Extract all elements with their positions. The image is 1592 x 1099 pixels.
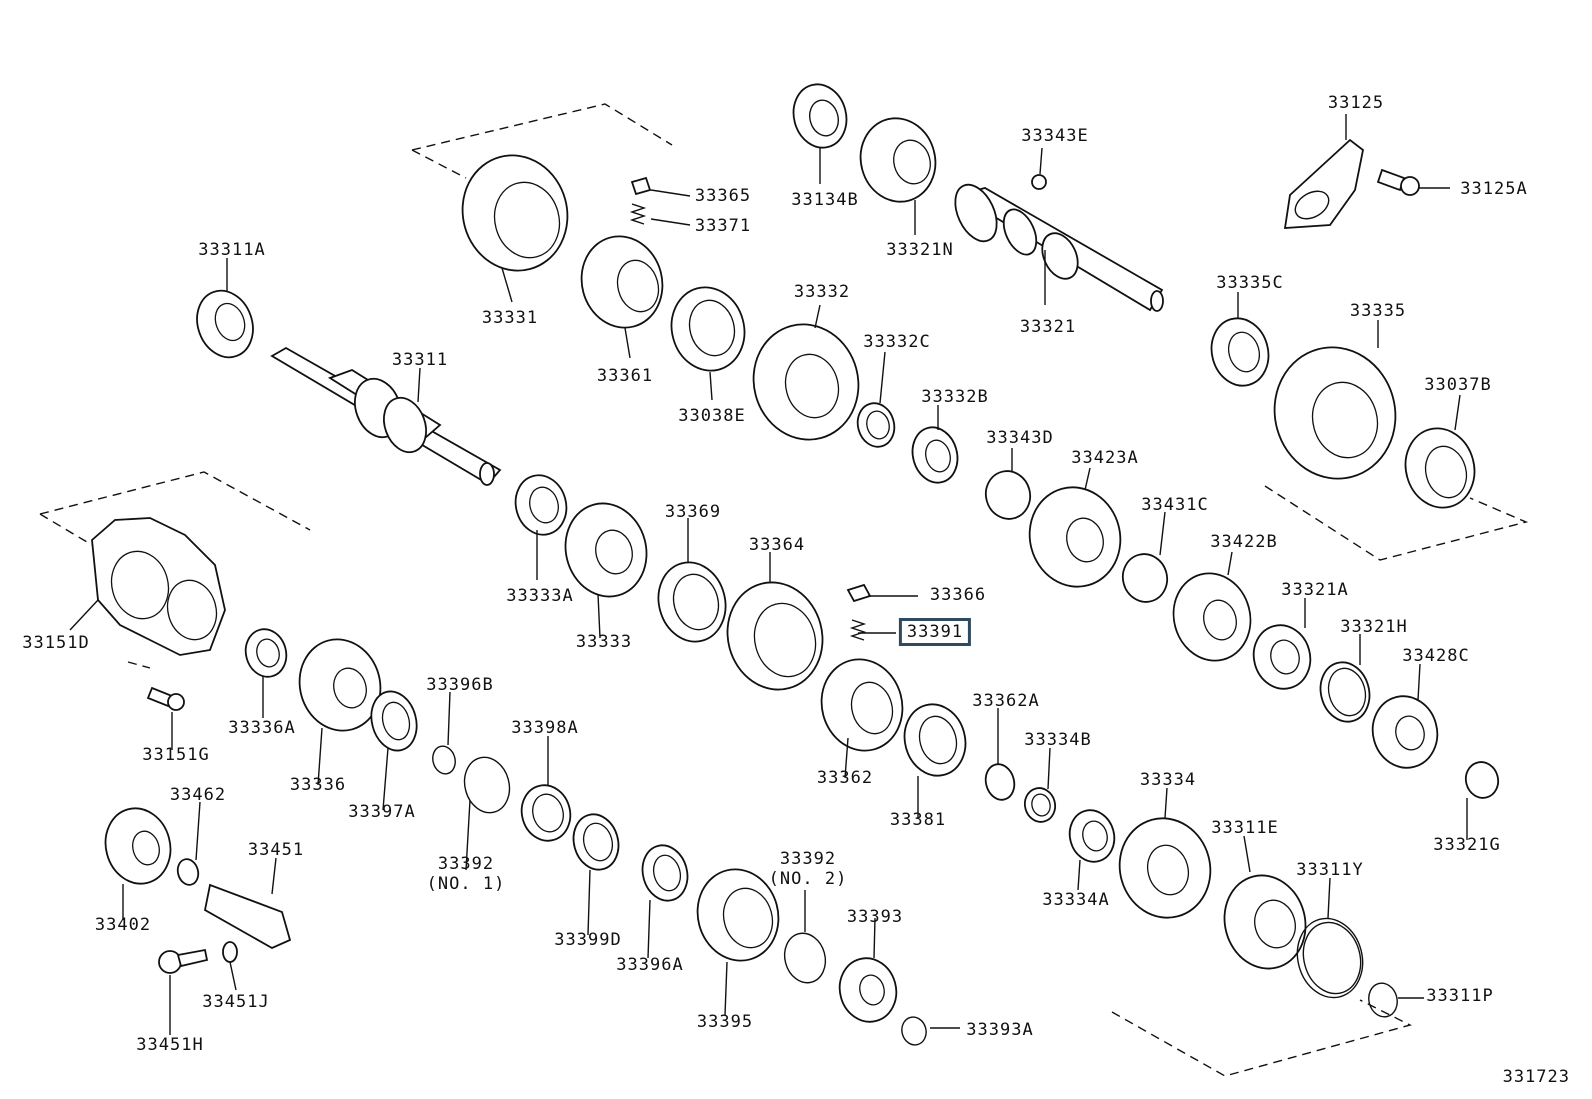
part-label-33396A[interactable]: 33396A xyxy=(616,955,684,975)
part-label-33422B[interactable]: 33422B xyxy=(1210,532,1278,552)
part-label-33336A[interactable]: 33336A xyxy=(228,718,296,738)
output-shaft-33321 xyxy=(954,183,1164,312)
part-label-33402[interactable]: 33402 xyxy=(94,915,152,935)
part-label-33392-no2[interactable]: 33392 (NO. 2) xyxy=(769,849,848,889)
leader-lines xyxy=(69,114,1468,1035)
part-label-33311P[interactable]: 33311P xyxy=(1426,986,1494,1006)
part-note: (NO. 1) xyxy=(426,874,506,894)
part-label-33321H[interactable]: 33321H xyxy=(1340,617,1408,637)
part-label-33125A[interactable]: 33125A xyxy=(1460,179,1528,199)
part-label-33423A[interactable]: 33423A xyxy=(1071,448,1139,468)
part-label-33321[interactable]: 33321 xyxy=(1019,317,1077,337)
part-label-33311E[interactable]: 33311E xyxy=(1211,818,1279,838)
part-label-33366[interactable]: 33366 xyxy=(929,585,987,605)
part-label-33365[interactable]: 33365 xyxy=(694,186,752,206)
part-label-33333[interactable]: 33333 xyxy=(575,632,633,652)
part-label-33361[interactable]: 33361 xyxy=(596,366,654,386)
part-label-33397A[interactable]: 33397A xyxy=(348,802,416,822)
part-note: (NO. 2) xyxy=(768,869,848,889)
part-label-33393A[interactable]: 33393A xyxy=(966,1020,1034,1040)
part-label-33151G[interactable]: 33151G xyxy=(142,745,210,765)
part-label-33428C[interactable]: 33428C xyxy=(1402,646,1470,666)
part-label-33395[interactable]: 33395 xyxy=(696,1012,754,1032)
part-number: 33392 xyxy=(437,854,495,874)
part-label-33334A[interactable]: 33334A xyxy=(1042,890,1110,910)
parts-shapes xyxy=(91,83,1500,1046)
diagram-code: 331723 xyxy=(1502,1067,1570,1087)
part-label-33151D[interactable]: 33151D xyxy=(22,633,90,653)
part-label-33332C[interactable]: 33332C xyxy=(863,332,931,352)
part-label-33343D[interactable]: 33343D xyxy=(986,428,1054,448)
part-label-33392-no1[interactable]: 33392 (NO. 1) xyxy=(427,854,506,894)
part-label-33333A[interactable]: 33333A xyxy=(506,586,574,606)
part-label-33311Y[interactable]: 33311Y xyxy=(1296,860,1364,880)
part-label-33399D[interactable]: 33399D xyxy=(554,930,622,950)
part-label-33393[interactable]: 33393 xyxy=(846,907,904,927)
part-label-33334B[interactable]: 33334B xyxy=(1024,730,1092,750)
part-label-33331[interactable]: 33331 xyxy=(481,308,539,328)
part-label-33451H[interactable]: 33451H xyxy=(136,1035,204,1055)
part-number: 33392 xyxy=(779,849,837,869)
part-label-33371[interactable]: 33371 xyxy=(694,216,752,236)
part-label-33391[interactable]: 33391 xyxy=(898,618,972,646)
part-label-33336[interactable]: 33336 xyxy=(289,775,347,795)
part-label-33321A[interactable]: 33321A xyxy=(1281,580,1349,600)
part-label-33038E[interactable]: 33038E xyxy=(678,406,746,426)
part-label-33311A[interactable]: 33311A xyxy=(198,240,266,260)
part-label-33462[interactable]: 33462 xyxy=(169,785,227,805)
dashed-outlines xyxy=(39,103,1529,1077)
part-label-33369[interactable]: 33369 xyxy=(664,502,722,522)
part-label-33364[interactable]: 33364 xyxy=(748,535,806,555)
input-shaft-33311 xyxy=(270,346,502,486)
part-label-33335[interactable]: 33335 xyxy=(1349,301,1407,321)
part-label-33396B[interactable]: 33396B xyxy=(426,675,494,695)
part-label-33332[interactable]: 33332 xyxy=(793,282,851,302)
part-label-33334[interactable]: 33334 xyxy=(1139,770,1197,790)
part-label-33431C[interactable]: 33431C xyxy=(1141,495,1209,515)
part-label-33134B[interactable]: 33134B xyxy=(791,190,859,210)
part-label-33343E[interactable]: 33343E xyxy=(1021,126,1089,146)
part-label-33362A[interactable]: 33362A xyxy=(972,691,1040,711)
part-label-33362[interactable]: 33362 xyxy=(816,768,874,788)
part-label-33311[interactable]: 33311 xyxy=(391,350,449,370)
part-label-33125[interactable]: 33125 xyxy=(1327,93,1385,113)
part-label-33398A[interactable]: 33398A xyxy=(511,718,579,738)
part-label-33451[interactable]: 33451 xyxy=(247,840,305,860)
part-label-33321G[interactable]: 33321G xyxy=(1433,835,1501,855)
part-label-33037B[interactable]: 33037B xyxy=(1424,375,1492,395)
part-label-33381[interactable]: 33381 xyxy=(889,810,947,830)
part-label-33451J[interactable]: 33451J xyxy=(202,992,270,1012)
part-label-33321N[interactable]: 33321N xyxy=(886,240,954,260)
part-label-33332B[interactable]: 33332B xyxy=(921,387,989,407)
part-label-33335C[interactable]: 33335C xyxy=(1216,273,1284,293)
